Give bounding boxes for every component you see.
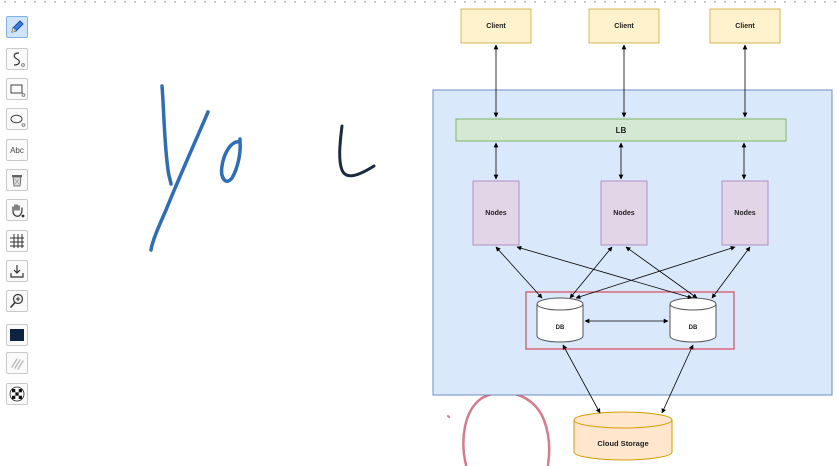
- ink-stroke: [219, 137, 242, 183]
- architecture-diagram: Client Client Client LB Nodes Nodes: [432, 8, 833, 461]
- rectangle-icon: [8, 80, 26, 98]
- download-tool[interactable]: [6, 260, 28, 282]
- connectors: [493, 44, 751, 414]
- database-cylinder[interactable]: DB: [669, 297, 717, 343]
- grid-icon: [8, 232, 26, 250]
- node-box[interactable]: Nodes: [472, 180, 520, 246]
- canvas-border: [0, 0, 837, 3]
- node-box[interactable]: Nodes: [721, 180, 769, 246]
- node-box[interactable]: Nodes: [600, 180, 648, 246]
- handwritten-strokes: [149, 84, 551, 466]
- pencil-tool[interactable]: [6, 16, 28, 38]
- ink-stroke: [149, 110, 210, 252]
- svg-text:Cloud Storage: Cloud Storage: [597, 439, 648, 448]
- ellipse-tool[interactable]: [6, 108, 28, 130]
- color-swatch-icon: [8, 326, 26, 344]
- svg-text:Nodes: Nodes: [485, 210, 507, 217]
- color-tool[interactable]: [6, 324, 28, 346]
- zoom-tool[interactable]: [6, 290, 28, 312]
- ink-stroke: [160, 84, 173, 186]
- ellipse-icon: [8, 110, 26, 128]
- line-icon: [8, 50, 26, 68]
- pencil-icon: [8, 18, 26, 36]
- pan-tool[interactable]: [6, 199, 28, 221]
- svg-text:Client: Client: [486, 23, 506, 30]
- connector-arrow: [562, 344, 601, 414]
- zoom-in-icon: [8, 292, 26, 310]
- eraser-tool[interactable]: [6, 169, 28, 191]
- text-tool[interactable]: Abc: [6, 139, 28, 161]
- ink-stroke: [462, 391, 551, 466]
- svg-text:Client: Client: [735, 23, 755, 30]
- text-icon: Abc: [10, 145, 24, 155]
- brush-stroke-icon: [8, 354, 26, 372]
- connector-arrow: [711, 246, 751, 299]
- svg-text:DB: DB: [689, 325, 698, 331]
- trash-icon: [8, 171, 26, 189]
- ink-stroke: [338, 124, 376, 178]
- download-icon: [8, 262, 26, 280]
- drawing-toolbar: Abc: [0, 0, 34, 466]
- rectangle-tool[interactable]: [6, 78, 28, 100]
- client-box[interactable]: Client: [588, 8, 660, 44]
- svg-text:DB: DB: [556, 325, 565, 331]
- svg-text:LB: LB: [616, 126, 627, 135]
- checker-pattern-icon: [8, 385, 26, 403]
- grid-tool[interactable]: [6, 230, 28, 252]
- line-tool[interactable]: [6, 48, 28, 70]
- stroke-width-tool[interactable]: [6, 352, 28, 374]
- pattern-tool[interactable]: [6, 383, 28, 405]
- svg-text:Nodes: Nodes: [613, 210, 635, 217]
- client-box[interactable]: Client: [460, 8, 532, 44]
- hand-icon: [8, 201, 26, 219]
- client-box[interactable]: Client: [709, 8, 781, 44]
- load-balancer-box[interactable]: LB: [455, 118, 787, 142]
- connector-arrow: [661, 344, 694, 414]
- cloud-storage-cylinder[interactable]: Cloud Storage: [573, 411, 673, 461]
- ink-dot: [447, 415, 450, 418]
- connector-arrow: [575, 246, 736, 299]
- database-cylinder[interactable]: DB: [536, 297, 584, 343]
- svg-text:Nodes: Nodes: [734, 210, 756, 217]
- svg-text:Client: Client: [614, 23, 634, 30]
